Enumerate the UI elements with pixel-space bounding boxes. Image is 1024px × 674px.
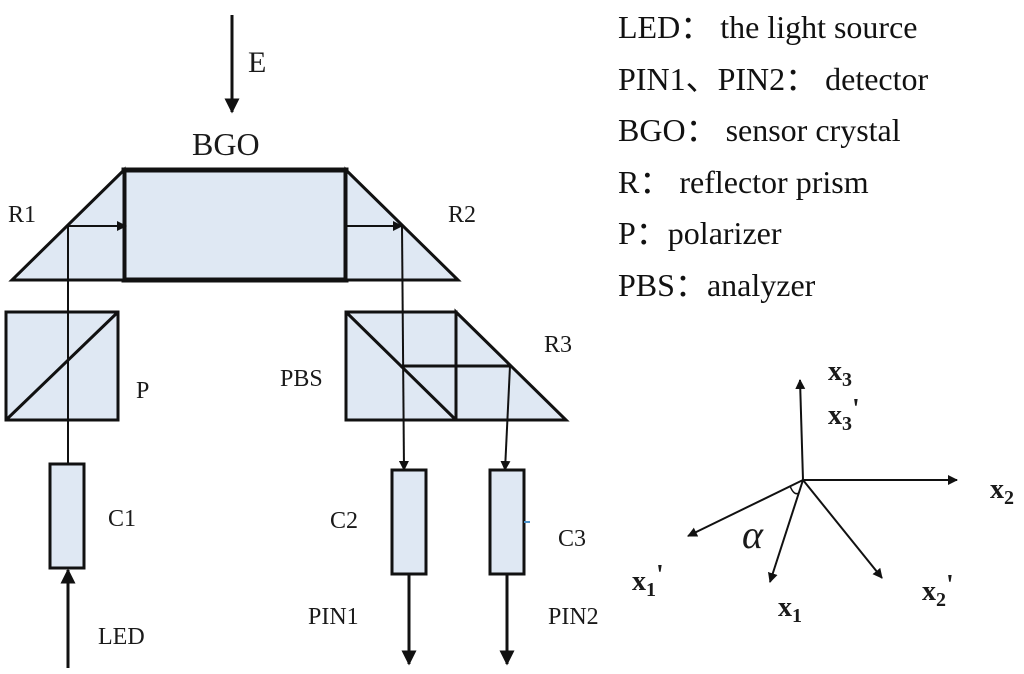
collimator-c2 — [390, 468, 428, 576]
x3-prime-label: x3' — [828, 394, 860, 435]
pin2-label: PIN2 — [548, 604, 599, 630]
coordinate-system — [687, 379, 958, 583]
axis-x1 — [768, 479, 804, 583]
beam-r2-to-c2 — [398, 225, 409, 471]
alpha-label: α — [742, 512, 764, 557]
legend-item-pbs: PBS：analyzer — [618, 266, 816, 303]
pin1-label: PIN1 — [308, 604, 359, 630]
collimator-c3 — [488, 468, 526, 576]
bgo-label: BGO — [192, 126, 260, 162]
r1-label: R1 — [8, 202, 36, 228]
axis-x3 — [795, 379, 806, 481]
axis-x1p — [687, 479, 804, 537]
e-label: E — [248, 46, 266, 79]
x1-prime-label: x1' — [632, 560, 664, 601]
legend-item-r: R： reflector prism — [618, 163, 869, 200]
legend-item-bgo: BGO： sensor crystal — [618, 112, 901, 148]
p-label: P — [136, 378, 149, 404]
led-label: LED — [98, 624, 145, 650]
r3-label: R3 — [544, 332, 572, 358]
x2-prime-label: x2' — [922, 570, 954, 611]
c2-label: C2 — [330, 508, 358, 534]
r2-label: R2 — [448, 202, 476, 228]
c3-label: C3 — [558, 526, 586, 552]
beam-r3-to-c3 — [500, 365, 511, 471]
x1-label: x1 — [778, 592, 802, 627]
polarizer-diagonal — [4, 310, 120, 422]
axis-x2p — [802, 479, 883, 579]
legend-item-led: LED： the light source — [618, 9, 918, 45]
x3-label: x3 — [828, 356, 852, 391]
pbs-label: PBS — [280, 366, 323, 392]
alpha-angle-arc — [789, 485, 800, 495]
legend: LED： the light source PIN1、PIN2： detecto… — [618, 4, 928, 313]
legend-item-pin: PIN1、PIN2： detector — [618, 60, 929, 97]
x2-label: x2 — [990, 474, 1014, 509]
collimator-c1 — [48, 462, 86, 570]
bgo-crystal — [121, 167, 349, 283]
c1-label: C1 — [108, 506, 136, 532]
legend-item-p: P：polarizer — [618, 215, 782, 251]
